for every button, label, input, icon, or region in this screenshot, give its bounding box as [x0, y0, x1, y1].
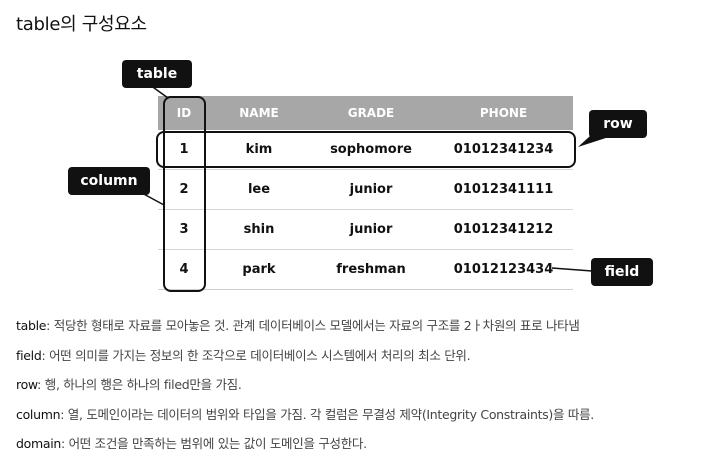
table-cell: 3 — [158, 209, 210, 250]
row-highlight-frame — [156, 131, 576, 168]
table-diagram: ID NAME GRADE PHONE 1 kim sophomore 0101… — [68, 60, 653, 292]
sample-table: ID NAME GRADE PHONE 1 kim sophomore 0101… — [158, 96, 573, 290]
row-connector — [578, 136, 612, 147]
table-cell: 4 — [158, 249, 210, 290]
table-row: 1 kim sophomore 01012341234 — [158, 130, 573, 170]
definition-term: row — [16, 377, 38, 392]
definition-text: : 적당한 형태로 자료를 모아놓은 것. 관계 데이터베이스 모델에서는 자료… — [46, 318, 580, 333]
definition-term: table — [16, 318, 47, 333]
table-cell: 01012341234 — [434, 130, 573, 170]
definition-item: column: 열, 도메인이라는 데이터의 범위와 타입을 가짐. 각 컬럼은… — [16, 405, 706, 435]
table-cell: 2 — [158, 169, 210, 210]
table-cell: freshman — [308, 249, 434, 290]
table-row: 3 shin junior 01012341212 — [158, 209, 573, 250]
field-connector — [551, 267, 593, 272]
table-cell: lee — [210, 169, 308, 210]
definition-text: : 어떤 조건을 만족하는 범위에 있는 값이 도메인을 구성한다. — [61, 436, 367, 451]
definition-item: field: 어떤 의미를 가지는 정보의 한 조각으로 데이터베이스 시스템에… — [16, 346, 706, 376]
header-row: ID NAME GRADE PHONE — [158, 96, 573, 130]
definition-term: domain — [16, 436, 62, 451]
column-label: column — [68, 167, 150, 195]
definition-text: : 열, 도메인이라는 데이터의 범위와 타입을 가짐. 각 컬럼은 무결성 제… — [60, 406, 594, 422]
header-cell: GRADE — [308, 96, 434, 130]
table-row: 4 park freshman 01012123434 — [158, 249, 573, 290]
definition-item: table: 적당한 형태로 자료를 모아놓은 것. 관계 데이터베이스 모델에… — [16, 316, 706, 346]
table-label: table — [122, 60, 192, 88]
header-cell: NAME — [210, 96, 308, 130]
definition-text: : 어떤 의미를 가지는 정보의 한 조각으로 데이터베이스 시스템에서 처리의… — [41, 347, 471, 363]
table-cell: sophomore — [308, 130, 434, 170]
table-cell: 1 — [158, 130, 210, 170]
table-cell: kim — [210, 130, 308, 170]
definition-text: : 행, 하나의 행은 하나의 filed만을 가짐. — [37, 377, 242, 392]
table-row: 2 lee junior 01012341111 — [158, 169, 573, 210]
page-title: table의 구성요소 — [16, 14, 147, 35]
header-cell: PHONE — [434, 96, 573, 130]
table-cell: junior — [308, 209, 434, 250]
definition-item: domain: 어떤 조건을 만족하는 범위에 있는 값이 도메인을 구성한다. — [16, 434, 706, 464]
definition-term: field — [16, 347, 42, 363]
table-cell: 01012341111 — [434, 169, 573, 210]
definition-item: row: 행, 하나의 행은 하나의 filed만을 가짐. — [16, 375, 706, 405]
field-label: field — [591, 258, 653, 286]
row-label: row — [589, 110, 647, 138]
table-cell: junior — [308, 169, 434, 210]
table-cell: 01012123434 — [434, 249, 573, 290]
table-cell: park — [210, 249, 308, 290]
definition-term: column — [16, 406, 61, 422]
column-highlight-frame — [163, 96, 206, 292]
definitions-list: table: 적당한 형태로 자료를 모아놓은 것. 관계 데이터베이스 모델에… — [16, 316, 706, 464]
table-cell: shin — [210, 209, 308, 250]
connector-lines — [139, 84, 612, 272]
table-cell: 01012341212 — [434, 209, 573, 250]
